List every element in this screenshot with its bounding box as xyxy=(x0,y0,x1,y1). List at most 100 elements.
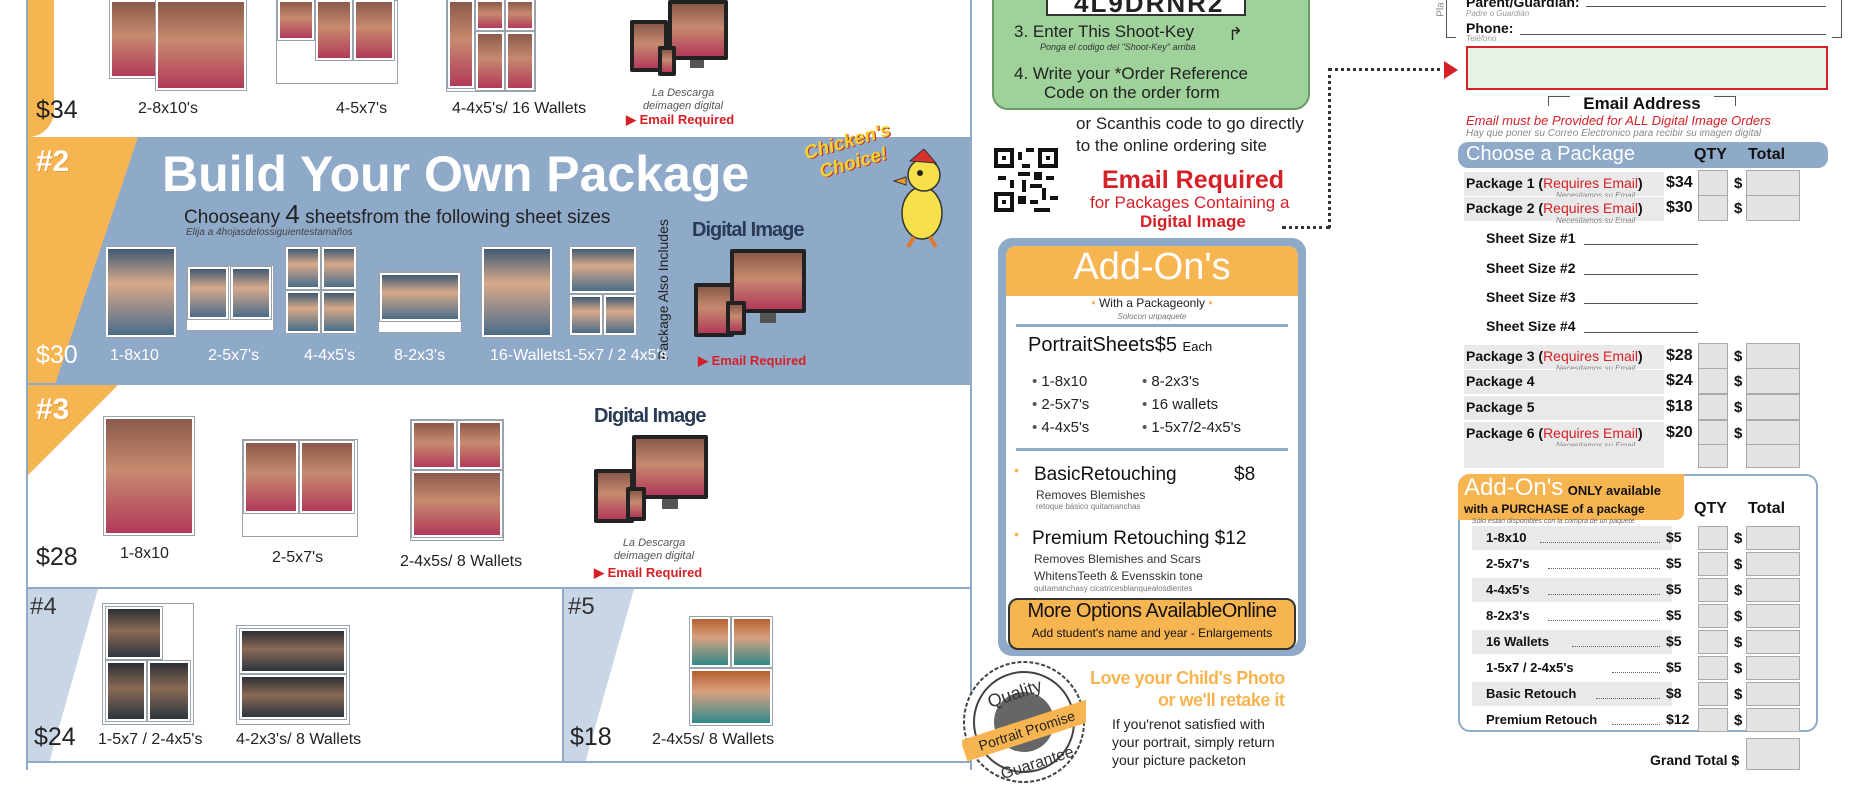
dollar-sign: $ xyxy=(1734,686,1743,703)
price: $28 xyxy=(36,543,78,571)
package-price: $28 xyxy=(1666,347,1693,364)
total-field[interactable] xyxy=(1746,656,1800,680)
qty-field[interactable] xyxy=(1698,578,1728,602)
total-header: Total xyxy=(1748,146,1786,163)
qty-field[interactable] xyxy=(1698,420,1728,446)
caption: 4-4x5's xyxy=(304,347,356,364)
photo-8x10 xyxy=(156,0,246,90)
addons-form-header xyxy=(1458,474,1684,520)
qty-field[interactable] xyxy=(1698,682,1728,706)
with-package-only: • With a Packageonly • xyxy=(1091,296,1213,310)
sheet-size-label: Sheet Size #1 xyxy=(1486,230,1576,246)
caption: 2-4x5s/ 8 Wallets xyxy=(652,731,775,748)
basic-retouch-desc: Removes Blemishes xyxy=(1036,488,1146,502)
total-field[interactable] xyxy=(1746,708,1800,732)
row-stripe xyxy=(1464,422,1664,446)
caption: 1-5x7 / 2 4x5's xyxy=(564,347,668,364)
qty-field[interactable] xyxy=(1698,526,1728,550)
requires-email: Requires Email xyxy=(1543,175,1638,191)
premium-retouch-title: Premium Retouching $12 xyxy=(1032,528,1247,549)
qty-field[interactable] xyxy=(1698,394,1728,420)
package-price: $30 xyxy=(1666,199,1693,216)
qty-field[interactable] xyxy=(1698,444,1728,468)
total-field[interactable] xyxy=(1746,682,1800,706)
qty-field[interactable] xyxy=(1698,552,1728,576)
portrait-col2: • 8-2x3's • 16 wallets • 1-5x7/2-4x5's xyxy=(1142,373,1241,436)
total-field[interactable] xyxy=(1746,195,1800,221)
email-address-label: Email Address xyxy=(1570,94,1714,114)
qty-field[interactable] xyxy=(1698,656,1728,680)
qty-field[interactable] xyxy=(1698,195,1728,221)
sheet-size-field[interactable] xyxy=(1584,274,1698,275)
dollar-sign: $ xyxy=(1734,712,1743,729)
with-package-only-es: Solocon unpaquete xyxy=(1117,312,1187,321)
sheet-size-field[interactable] xyxy=(1584,244,1698,245)
qr-code-icon[interactable] xyxy=(994,148,1058,212)
row-stripe xyxy=(1464,396,1664,420)
row-stripe xyxy=(1472,682,1672,706)
shoot-key-box xyxy=(1046,0,1246,16)
step-3-arrow-icon: ↱ xyxy=(1228,24,1244,44)
package-row-label: Package 4 xyxy=(1466,373,1535,389)
total-field[interactable] xyxy=(1746,420,1800,446)
parent-field[interactable] xyxy=(1586,6,1826,7)
total-field[interactable] xyxy=(1746,604,1800,628)
requires-email: Requires Email xyxy=(1543,348,1638,364)
photo-5x7 xyxy=(570,247,636,293)
package-2: #2 Build Your Own Package Chicken's Choi… xyxy=(28,120,972,383)
photo-wallets xyxy=(482,247,552,337)
quality-seal-icon: Quality Portrait Promise Guarantee xyxy=(960,660,1093,784)
email-required-sub1: for Packages Containing a xyxy=(1090,193,1290,212)
photo-wallets xyxy=(412,471,502,537)
total-field[interactable] xyxy=(1746,444,1800,468)
qty-field[interactable] xyxy=(1698,630,1728,654)
dollar-sign: $ xyxy=(1734,608,1743,625)
dollar-sign: $ xyxy=(1734,175,1743,192)
leader-dots xyxy=(1612,724,1660,725)
total-field[interactable] xyxy=(1746,630,1800,654)
total-field[interactable] xyxy=(1746,368,1800,394)
caption: 16-Wallets xyxy=(490,347,565,364)
more-options-box xyxy=(1008,598,1296,650)
total-field[interactable] xyxy=(1746,552,1800,576)
dollar-sign: $ xyxy=(1734,582,1743,599)
total-field[interactable] xyxy=(1746,578,1800,602)
sheet-size-field[interactable] xyxy=(1584,332,1698,333)
qty-field[interactable] xyxy=(1698,368,1728,394)
photo-wallet xyxy=(448,0,474,88)
photo-4x5 xyxy=(458,421,502,469)
addon-row-label: 4-4x5's xyxy=(1486,582,1530,597)
grand-total-field[interactable] xyxy=(1746,738,1800,770)
qty-field[interactable] xyxy=(1698,343,1728,369)
package-row-label: Package 5 xyxy=(1466,399,1535,415)
phone-field[interactable] xyxy=(1520,34,1826,35)
sheet-size-field[interactable] xyxy=(1584,303,1698,304)
package-1: $34 2-8x10's 4-5x7's 4-4x5's/ 16 Wallets… xyxy=(28,0,972,137)
email-input[interactable] xyxy=(1466,46,1828,90)
total-field[interactable] xyxy=(1746,170,1800,196)
digital-monitor xyxy=(592,435,712,529)
package-subtitle-es: Elija a 4hojasdelossiguientestamaños xyxy=(186,227,353,238)
photo-4x5 xyxy=(690,617,730,667)
price: $30 xyxy=(36,341,78,369)
sheet-size-label: Sheet Size #2 xyxy=(1486,260,1576,276)
total-field[interactable] xyxy=(1746,343,1800,369)
also-includes-label: Package Also Includes xyxy=(655,219,671,360)
arrow-right-icon xyxy=(1444,61,1458,79)
photo-wallets xyxy=(690,669,772,725)
total-field[interactable] xyxy=(1746,526,1800,550)
step-3: 3. Enter This Shoot-Key xyxy=(1014,22,1195,41)
caption: 1-5x7 / 2-4x5's xyxy=(98,731,203,748)
photo-2x3 xyxy=(380,273,460,321)
dollar-sign: $ xyxy=(1734,373,1743,390)
qty-field[interactable] xyxy=(1698,708,1728,732)
parent-label-es: Padre o Guardián xyxy=(1466,9,1530,18)
addon-row-label: 8-2x3's xyxy=(1486,608,1530,623)
total-field[interactable] xyxy=(1746,394,1800,420)
qty-field[interactable] xyxy=(1698,170,1728,196)
leader-dots xyxy=(1572,646,1660,647)
dotted-connector xyxy=(1328,68,1448,71)
qty-field[interactable] xyxy=(1698,604,1728,628)
